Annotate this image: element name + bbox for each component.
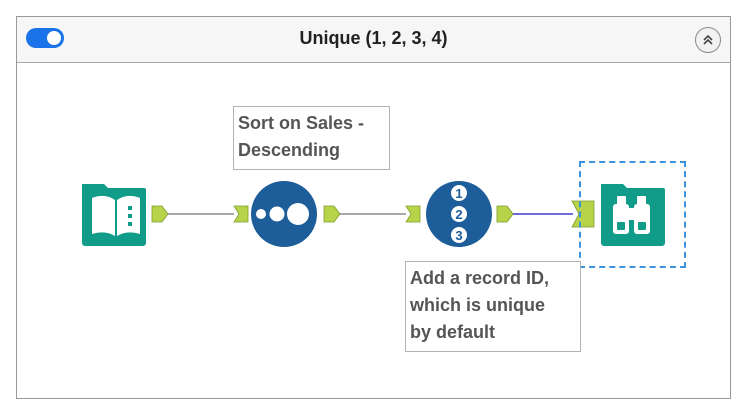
sort-output-anchor[interactable]	[323, 205, 341, 223]
record-id-numbers-icon: 1 2 3	[451, 185, 467, 243]
selection-box	[579, 161, 686, 268]
browse-input-anchor[interactable]	[571, 200, 595, 228]
book-input-icon	[92, 195, 140, 236]
sort-annotation[interactable]: Sort on Sales - Descending	[233, 106, 390, 170]
sort-input-anchor[interactable]	[233, 205, 249, 223]
recid-input-anchor[interactable]	[405, 205, 421, 223]
input-output-anchor[interactable]	[151, 205, 169, 223]
binoculars-browse-icon	[613, 196, 650, 234]
container-header: Unique (1, 2, 3, 4)	[17, 17, 730, 63]
sort-dots-icon	[256, 203, 309, 225]
chevron-double-up-icon	[703, 34, 713, 45]
collapse-button[interactable]	[695, 27, 721, 53]
enable-toggle[interactable]	[26, 28, 64, 48]
record-number-3: 3	[455, 228, 462, 243]
sort-tool[interactable]	[251, 181, 317, 247]
recid-output-anchor[interactable]	[496, 205, 514, 223]
record-id-annotation[interactable]: Add a record ID, which is unique by defa…	[405, 261, 581, 352]
record-number-1: 1	[455, 186, 462, 201]
toggle-knob	[47, 31, 61, 45]
record-number-2: 2	[455, 207, 462, 222]
record-id-tool[interactable]: 1 2 3	[426, 181, 492, 247]
browse-tool[interactable]	[601, 184, 665, 246]
container-title: Unique (1, 2, 3, 4)	[299, 28, 448, 48]
input-tool[interactable]	[82, 184, 146, 246]
